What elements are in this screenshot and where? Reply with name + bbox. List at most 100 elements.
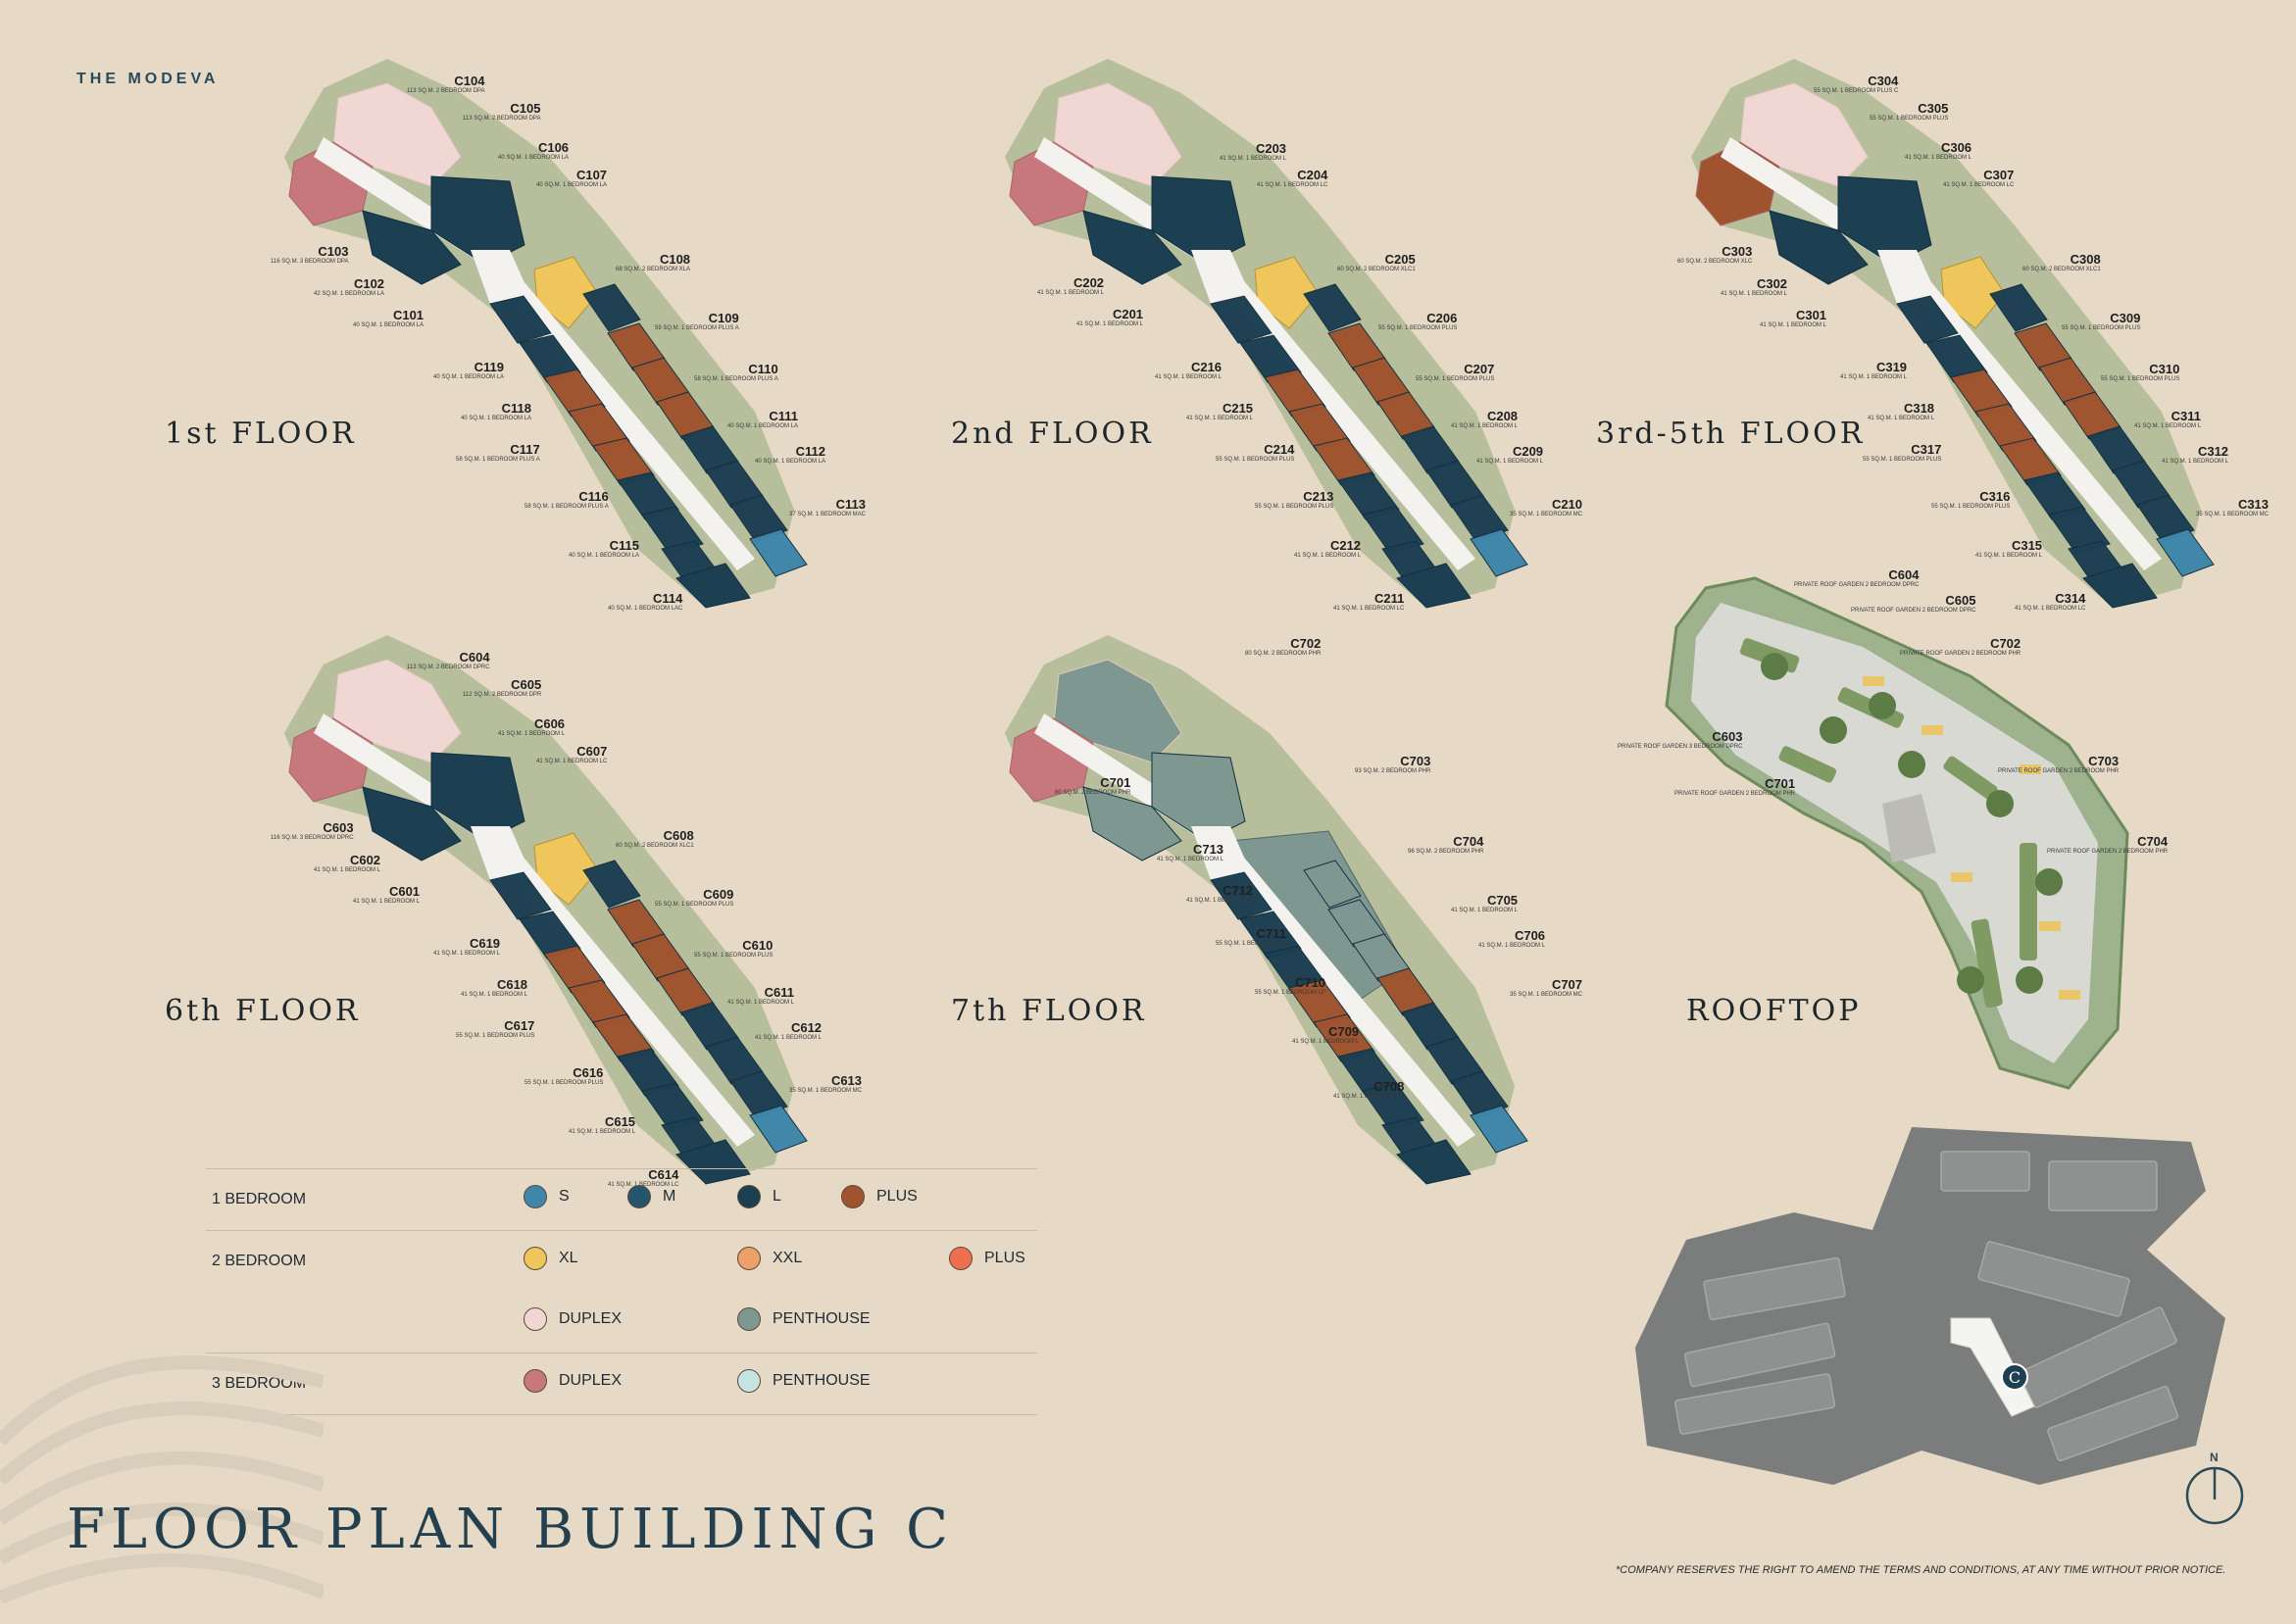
unit-meta: 80 SQ.M. 2 BEDROOM PHR — [1055, 790, 1131, 796]
unit-code: C116 — [578, 489, 609, 504]
unit-code: C111 — [769, 409, 799, 423]
floor-title: 3rd-5th FLOOR — [1596, 417, 1866, 451]
unit-code: C113 — [835, 497, 867, 512]
unit-code: C709 — [1327, 1024, 1360, 1039]
unit-meta: 55 SQ.M. 1 BEDROOM PLUS — [694, 953, 774, 959]
building-c-marker — [2001, 1363, 2028, 1391]
swatch-plus-2br — [949, 1247, 973, 1270]
legend-label-plus-2br: PLUS — [984, 1250, 1025, 1266]
unit-meta: 55 SQ.M. 1 BEDROOM LP — [1216, 941, 1287, 947]
unit-meta: 55 SQ.M. 1 BEDROOM PLUS — [2101, 376, 2180, 382]
unit-meta: 41 SQ.M. 1 BEDROOM L — [1186, 416, 1254, 421]
unit-meta: 55 SQ.M. 1 BEDROOM PLUS — [1255, 504, 1334, 510]
legend-item-xl: XL — [524, 1247, 578, 1270]
unit-meta: 41 SQ.M. 1 BEDROOM LC — [536, 759, 608, 764]
unit-meta: 40 SQ.M. 1 BEDROOM LA — [536, 182, 608, 188]
legend-label-plus-1br: PLUS — [876, 1188, 918, 1205]
unit-code: C702 — [1290, 636, 1322, 651]
unit-code: C214 — [1264, 442, 1295, 457]
floor-plan-drawing — [1691, 59, 2215, 609]
unit-code: C303 — [1722, 244, 1753, 259]
unit-code: C708 — [1373, 1079, 1405, 1094]
unit-meta: 60 SQ.M. 2 BEDROOM XLC — [1677, 259, 1753, 265]
unit-meta: 55 SQ.M. 1 BEDROOM PLUS — [1863, 457, 1942, 463]
unit-meta: 41 SQ.M. 1 BEDROOM L — [1157, 857, 1224, 862]
unit-meta: 41 SQ.M. 1 BEDROOM LC — [1257, 182, 1328, 188]
unit-meta: 58 SQ.M. 1 BEDROOM PLUS A — [524, 504, 609, 510]
unit-code: C108 — [659, 252, 691, 267]
unit-meta: 55 SQ.M. 1 BEDROOM PLUS — [1216, 457, 1295, 463]
unit-meta: 41 SQ.M. 1 BEDROOM L — [569, 1129, 636, 1135]
unit-meta: 42 SQ.M. 1 BEDROOM LA — [314, 291, 385, 297]
unit-code: C112 — [795, 444, 826, 459]
unit-code: C614 — [648, 1167, 679, 1182]
unit-meta: 40 SQ.M. 1 BEDROOM LA — [727, 423, 799, 429]
unit-meta: 80 SQ.M. 2 BEDROOM PHR — [1245, 651, 1322, 657]
unit-meta: 40 SQ.M. 1 BEDROOM LA — [755, 459, 826, 465]
unit-meta: 41 SQ.M. 1 BEDROOM L — [433, 951, 501, 957]
legend-item-s: S — [524, 1185, 570, 1208]
unit-meta: 41 SQ.M. 1 BEDROOM L — [2162, 459, 2229, 465]
unit-code: C701 — [1100, 775, 1131, 790]
unit-code: C710 — [1294, 975, 1326, 990]
unit-code: C711 — [1256, 926, 1287, 941]
floor-plan-drawing — [284, 59, 808, 609]
unit-code: C306 — [1940, 140, 1972, 155]
page-title: FLOOR PLAN BUILDING C — [67, 1498, 954, 1561]
legend-category-2-bedroom: 2 BEDROOM — [212, 1253, 307, 1269]
unit-meta: PRIVATE ROOF GARDEN 2 BEDROOM DPRC — [1794, 582, 1920, 588]
floor-title: 2nd FLOOR — [951, 417, 1154, 451]
floor-plan-drawing — [1665, 576, 2129, 1090]
swatch-penthouse-2br — [737, 1307, 761, 1331]
unit-code: C213 — [1303, 489, 1334, 504]
unit-meta: 40 SQ.M. 1 BEDROOM LA — [433, 374, 505, 380]
unit-code: C605 — [1945, 593, 1976, 608]
unit-meta: 41 SQ.M. 1 BEDROOM L — [1076, 321, 1144, 327]
unit-meta: 41 SQ.M. 1 BEDROOM LC — [1333, 1094, 1405, 1100]
legend-item-m: M — [627, 1185, 675, 1208]
unit-meta: 96 SQ.M. 2 BEDROOM PHR — [1408, 849, 1484, 855]
unit-code: C110 — [748, 362, 778, 376]
swatch-m — [627, 1185, 651, 1208]
unit-meta: 116 SQ.M. 3 BEDROOM DPRC — [271, 835, 354, 841]
unit-meta: 40 SQ.M. 1 BEDROOM LA — [461, 416, 532, 421]
legend-label-penthouse-2br: PENTHOUSE — [773, 1310, 871, 1327]
legend-label-l: L — [773, 1188, 781, 1205]
legend-item-penthouse-2br: PENTHOUSE — [737, 1307, 871, 1331]
unit-code: C701 — [1765, 776, 1796, 791]
unit-code: C115 — [609, 538, 640, 553]
unit-code: C201 — [1112, 307, 1144, 321]
legend-item-l: L — [737, 1185, 781, 1208]
